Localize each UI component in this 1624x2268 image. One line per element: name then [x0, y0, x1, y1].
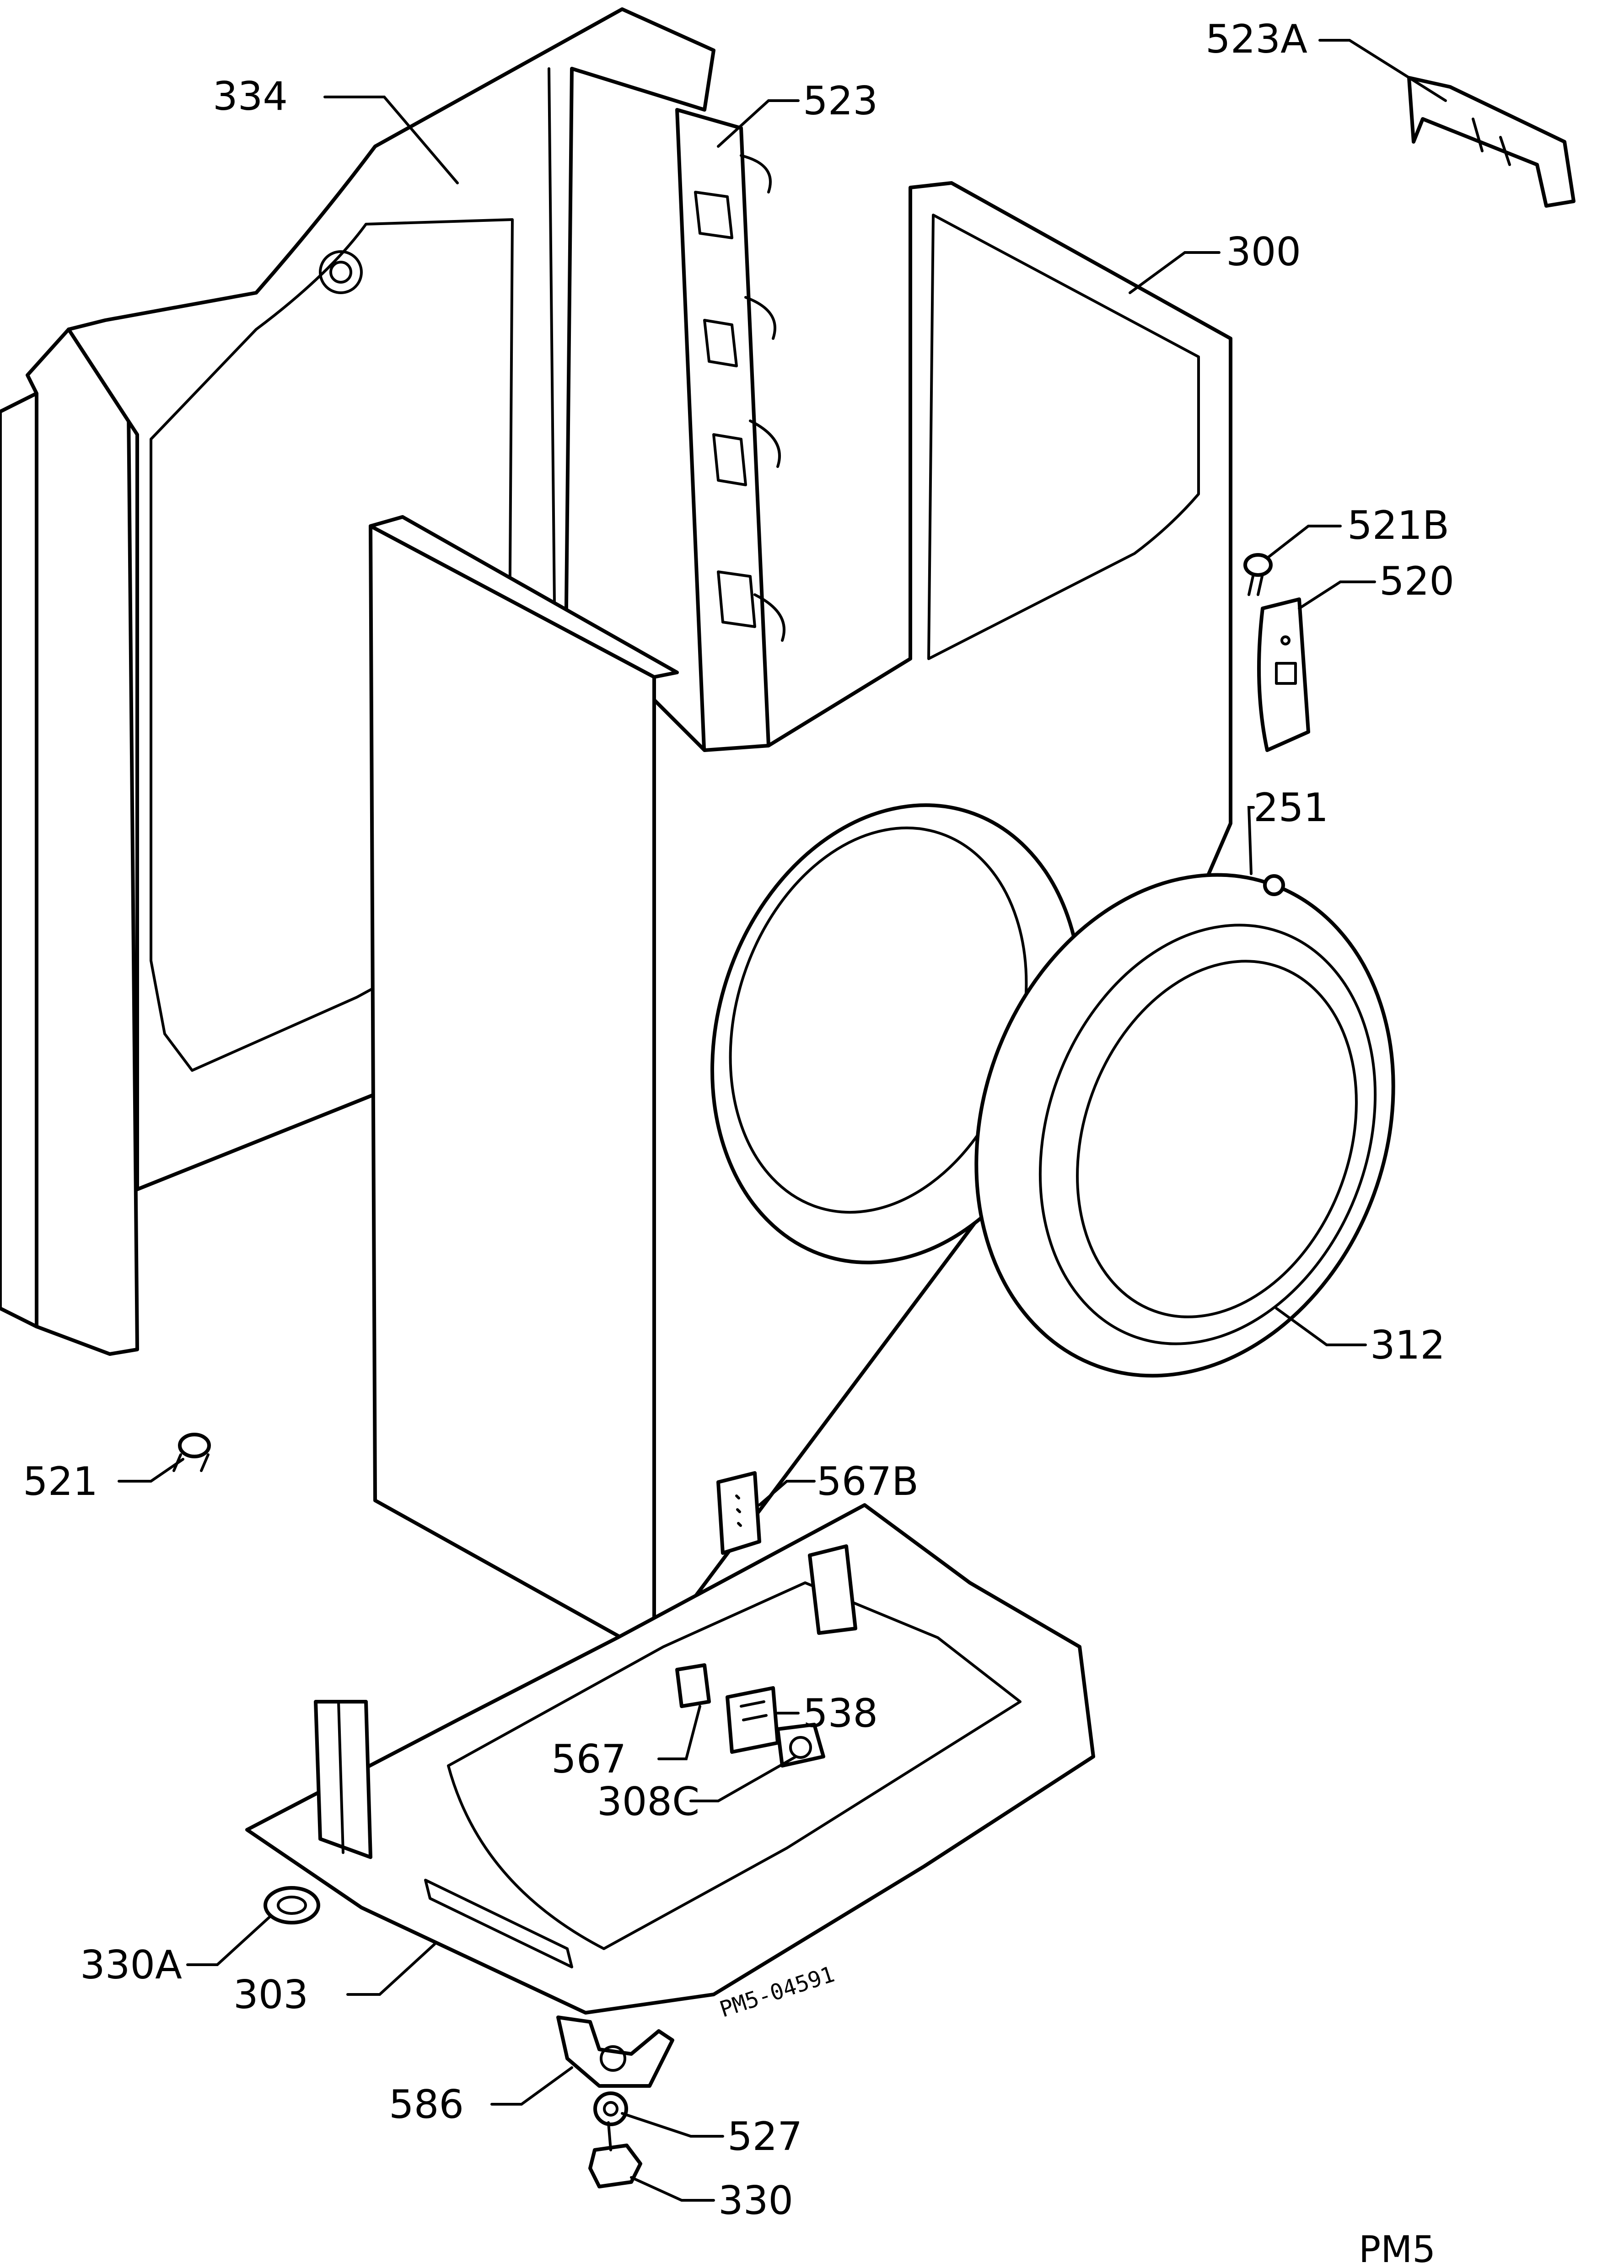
support-strip-523: [675, 108, 785, 761]
bracket-538: [726, 1686, 780, 1754]
bracket-523A: [1407, 76, 1576, 208]
callout-520: 520: [1379, 559, 1454, 604]
figure-reference: PM5: [1359, 2228, 1436, 2268]
callout-523: 523: [803, 78, 878, 124]
screw-521: [172, 1433, 211, 1472]
callout-567B: 567B: [817, 1459, 919, 1505]
clip-567: [675, 1663, 711, 1708]
callout-labels: 334 523 523A 300 521B 520 251 312 521 56…: [23, 16, 1454, 2224]
ring-330A: [263, 1886, 320, 1924]
front-column: [369, 515, 679, 1658]
foot-bracket-586: [556, 2015, 674, 2088]
callout-308C: 308C: [597, 1779, 699, 1825]
foot-330: [588, 2121, 642, 2188]
callout-312: 312: [1370, 1322, 1445, 1368]
plug-251: [1263, 874, 1285, 896]
callout-521: 521: [23, 1459, 98, 1505]
door-ring-312: [974, 873, 1395, 1378]
callout-330: 330: [718, 2178, 793, 2224]
callout-521B: 521B: [1347, 503, 1449, 548]
screw-521B: [1243, 553, 1273, 596]
leader-lines: [118, 39, 1447, 2202]
callout-538: 538: [803, 1691, 878, 1736]
connector-567B: [716, 1471, 761, 1555]
callout-330A: 330A: [80, 1942, 182, 1988]
part-308C: [776, 1723, 825, 1768]
latch-plate-520: [1257, 597, 1310, 752]
callout-334: 334: [213, 74, 288, 119]
callout-586: 586: [389, 2082, 464, 2128]
callout-251: 251: [1253, 785, 1328, 831]
callout-523A: 523A: [1205, 16, 1307, 62]
callout-300: 300: [1226, 229, 1301, 275]
callout-527: 527: [727, 2114, 802, 2160]
callout-567: 567: [551, 1736, 626, 1782]
washer-527: [593, 2091, 628, 2126]
callout-303: 303: [233, 1972, 308, 2018]
